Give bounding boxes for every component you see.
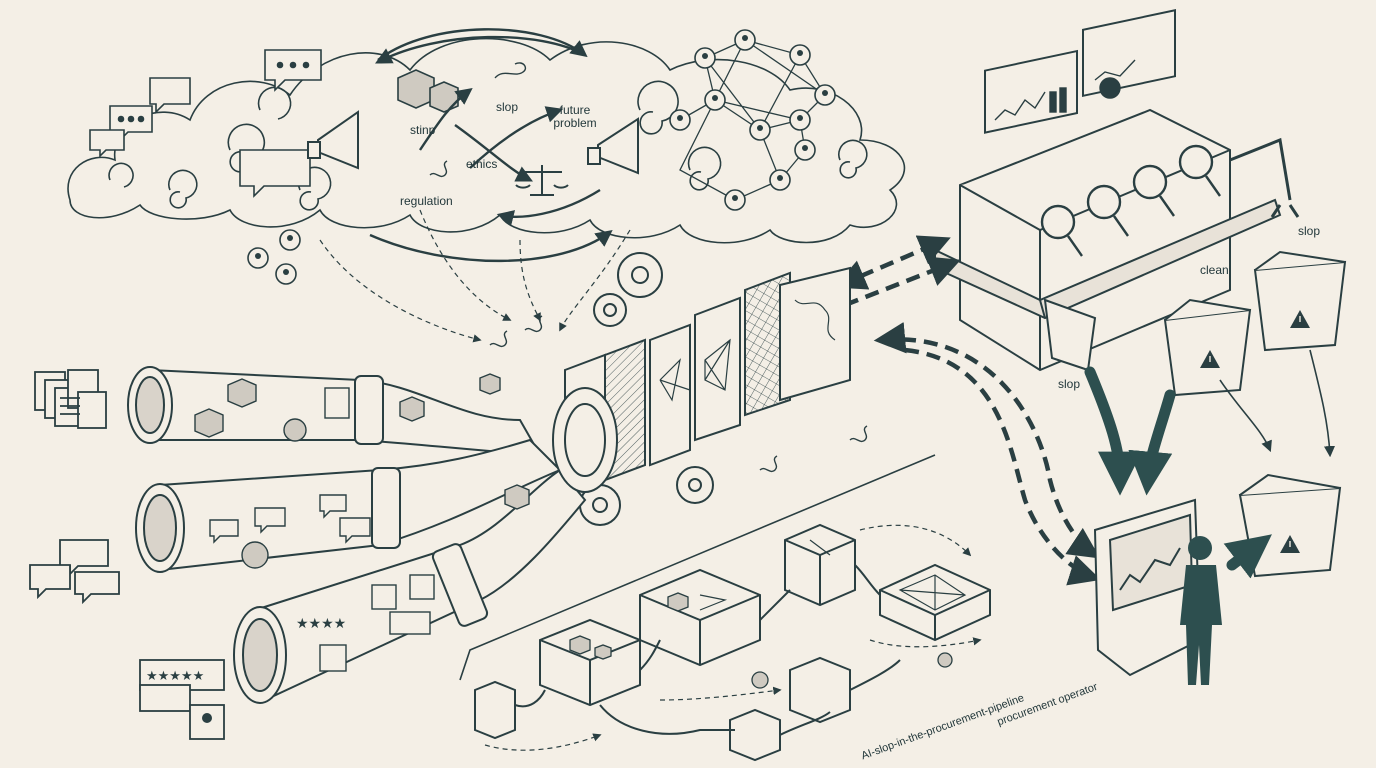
discourse-cloud bbox=[67, 37, 906, 244]
operator-figure bbox=[1180, 536, 1222, 685]
megaphone-icon bbox=[307, 110, 639, 175]
ethics-label: ethics bbox=[466, 157, 498, 171]
document-stack-icon bbox=[34, 369, 107, 429]
svg-text:★★★★: ★★★★ bbox=[296, 616, 346, 632]
scale-icon bbox=[515, 165, 569, 196]
slop-label: slop bbox=[496, 100, 519, 114]
stinp-label: stinp bbox=[410, 123, 436, 137]
chat-bubbles-icon bbox=[29, 539, 120, 605]
speech-bubble-icon bbox=[89, 49, 322, 198]
slop-cube-icon bbox=[397, 69, 459, 113]
sorter-slop-reject-label: slop bbox=[1058, 377, 1081, 391]
star-review-icon: ★★★★ bbox=[296, 616, 346, 632]
pipeline-modules bbox=[474, 523, 991, 762]
operator-console bbox=[1093, 498, 1202, 677]
sorter-clean-label: clean bbox=[1200, 263, 1229, 277]
review-cards-icon: ★★★★★ bbox=[139, 659, 225, 740]
regulation-label: regulation bbox=[400, 194, 453, 208]
magnifier-icon bbox=[1040, 144, 1221, 257]
pipeline-platform bbox=[459, 454, 936, 681]
sorter-slop-label: slop bbox=[1298, 224, 1321, 238]
future-problem-label: future problem bbox=[553, 103, 597, 130]
svg-text:★★★★★: ★★★★★ bbox=[146, 669, 204, 684]
